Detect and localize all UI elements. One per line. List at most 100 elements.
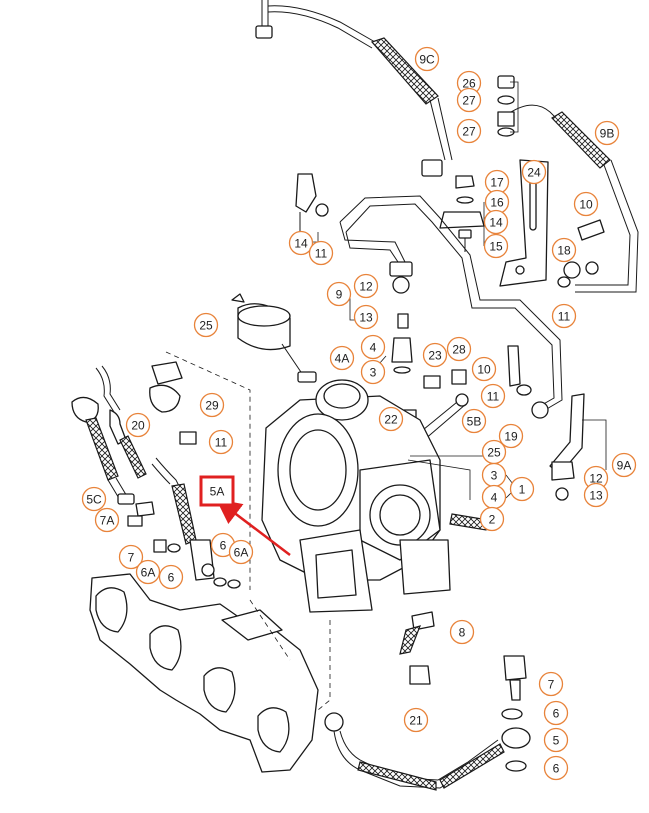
callout-12: 12 [353, 273, 379, 299]
callout-12: 12 [583, 465, 609, 491]
fuel-filter-25 [231, 293, 317, 383]
callout-circle [543, 700, 569, 726]
callout-label: 18 [557, 244, 571, 258]
callout-15: 15 [483, 233, 509, 259]
callout-25: 25 [481, 439, 507, 465]
callout-27: 27 [456, 87, 482, 113]
callout-label: 5C [86, 493, 102, 507]
callout-circle [509, 476, 535, 502]
callout-circle [135, 559, 161, 585]
callout-label: 13 [589, 489, 603, 503]
callout-9c: 9C [414, 46, 440, 72]
callout-circle [446, 336, 472, 362]
oil-lines-5a-5b-5c [71, 361, 241, 589]
callout-label: 14 [294, 237, 308, 251]
highlight-box [199, 475, 235, 507]
callout-5c: 5C [81, 486, 107, 512]
callout-13: 13 [353, 304, 379, 330]
callout-16: 16 [484, 189, 510, 215]
callout-circle [228, 539, 254, 565]
callout-label: 13 [359, 311, 373, 325]
callout-label: 11 [315, 247, 328, 261]
callout-7: 7 [118, 544, 144, 570]
callout-label: 19 [504, 430, 518, 444]
callout-circle [483, 209, 509, 235]
callout-14: 14 [288, 230, 314, 256]
callout-label: 6 [220, 539, 227, 553]
callout-circle [611, 452, 637, 478]
callout-8: 8 [449, 619, 475, 645]
exhaust-manifold [89, 573, 319, 773]
callout-label: 23 [428, 349, 442, 363]
callout-circle [480, 383, 506, 409]
callout-label: 16 [490, 196, 504, 210]
callout-label: 7 [548, 678, 555, 692]
callout-label: 20 [131, 419, 145, 433]
callout-6a: 6A [135, 559, 161, 585]
oil-line-9b [499, 104, 639, 293]
callout-25: 25 [193, 312, 219, 338]
stud-2 [449, 513, 489, 531]
callout-label: 25 [199, 319, 213, 333]
callout-circle [81, 486, 107, 512]
callout-label: 1 [519, 483, 526, 497]
callout-17: 17 [484, 169, 510, 195]
callout-circle [498, 423, 524, 449]
turbocharger-body [261, 379, 451, 613]
callout-7: 7 [538, 671, 564, 697]
callout-28: 28 [446, 336, 472, 362]
highlight-arrow [216, 498, 291, 556]
callout-label: 6 [553, 707, 560, 721]
callout-label: 11 [558, 310, 571, 324]
callout-circle [414, 46, 440, 72]
callout-circle [583, 482, 609, 508]
callout-27: 27 [456, 118, 482, 144]
callout-10: 10 [573, 191, 599, 217]
parts-drawing [71, 0, 639, 791]
callout-label: 6 [553, 762, 560, 776]
callout-circle [538, 671, 564, 697]
callout-5b: 5B [461, 408, 487, 434]
callout-label: 5A [210, 485, 225, 499]
callout-7a: 7A [94, 507, 120, 533]
callout-label: 8 [459, 626, 466, 640]
callout-label: 9B [600, 127, 615, 141]
callout-circle [573, 191, 599, 217]
callout-circle [158, 564, 184, 590]
callout-circle [543, 755, 569, 781]
callout-2: 2 [479, 506, 505, 532]
callout-label: 9C [419, 53, 435, 67]
callout-label: 4 [491, 491, 498, 505]
callout-10: 10 [471, 356, 497, 382]
callout-29: 29 [199, 392, 225, 418]
callout-circle [479, 506, 505, 532]
callout-24: 24 [521, 159, 547, 185]
callout-19: 19 [498, 423, 524, 449]
callout-9a: 9A [611, 452, 637, 478]
callout-4: 4 [360, 334, 386, 360]
callout-circle [353, 304, 379, 330]
callout-circle [378, 406, 404, 432]
callout-label: 4A [335, 352, 350, 366]
coolant-pipe-9 [339, 195, 563, 419]
callout-label: 3 [370, 366, 377, 380]
callout-circle [449, 619, 475, 645]
callout-9: 9 [326, 281, 352, 307]
nut-21 [409, 665, 431, 685]
callout-label: 21 [409, 714, 423, 728]
callout-circle [456, 87, 482, 113]
callout-label: 9 [336, 288, 343, 302]
callout-11: 11 [308, 240, 334, 266]
callout-label: 27 [462, 125, 476, 139]
callout-label: 3 [491, 469, 498, 483]
callout-label: 11 [215, 436, 228, 450]
fitting-13-4-3 [391, 313, 413, 374]
callout-label: 2 [489, 513, 496, 527]
callout-18: 18 [551, 237, 577, 263]
callout-circle [360, 334, 386, 360]
callout-label: 26 [462, 77, 476, 91]
callout-circle [543, 727, 569, 753]
callout-label: 17 [490, 176, 504, 190]
callout-circle [199, 392, 225, 418]
callout-label: 15 [489, 240, 503, 254]
